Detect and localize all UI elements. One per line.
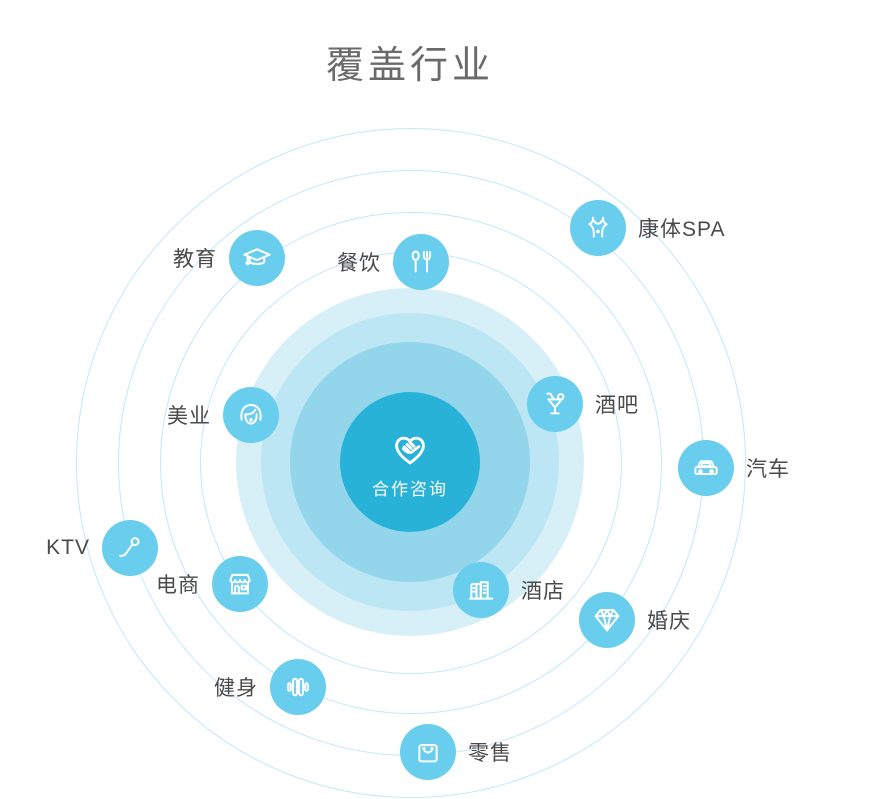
storefront-icon [229,573,251,595]
industry-label: 酒店 [521,580,565,603]
industry-node-dining: 餐饮 [337,234,449,290]
industry-bubble [270,659,326,715]
center-consultation-button[interactable]: 合作咨询 [340,392,480,532]
industry-bubble [400,724,456,780]
dumbbell-icon [287,677,309,697]
orbit-ring-2 [160,212,662,714]
handshake-heart-icon [395,436,425,464]
industry-node-spa: 康体SPA [570,200,724,256]
center-consultation-label: 合作咨询 [372,479,448,499]
industry-node-retail: 零售 [400,724,511,780]
industry-node-ecommerce: 电商 [156,556,268,612]
industry-bubble [229,230,285,286]
industry-node-bar: 酒吧 [527,376,638,432]
microphone-icon [119,537,140,557]
industry-node-fitness: 健身 [214,659,326,715]
industry-label: 婚庆 [647,610,691,633]
industry-node-wedding: 婚庆 [579,592,690,648]
industry-bubble [570,200,626,256]
industry-label: 教育 [173,248,217,271]
industry-bubble [223,387,279,443]
diamond-icon [594,609,620,632]
page-title: 覆盖行业 [325,45,494,87]
spa-body-icon [588,216,608,238]
industry-node-auto: 汽车 [678,440,789,496]
industry-bubble [527,376,583,432]
spoon-fork-icon [411,250,432,273]
car-icon [694,460,718,475]
woman-face-icon [240,404,262,425]
industry-label: 健身 [214,677,258,700]
industry-node-education: 教育 [173,230,285,286]
industry-bubble [102,520,158,576]
industry-node-beauty: 美业 [167,387,279,443]
hotel-building-icon [469,581,494,600]
industry-bubble [453,562,509,618]
orbit-ring-outer [76,128,746,798]
graduation-cap-icon [243,248,271,266]
industry-bubble [579,592,635,648]
industry-label: KTV [46,536,90,559]
industry-bubble [212,556,268,612]
industry-label: 零售 [468,742,512,765]
industry-bubble [393,234,449,290]
cocktail-icon [546,392,565,415]
industry-label: 餐饮 [337,252,381,275]
industry-bubble [678,440,734,496]
industry-label: 美业 [167,405,211,428]
shopping-bag-icon [418,744,438,763]
industry-node-hotel: 酒店 [453,562,564,618]
industry-node-ktv: KTV [46,520,158,576]
industry-label: 汽车 [746,458,790,481]
industry-label: 康体SPA [638,218,726,241]
industry-label: 酒吧 [595,394,639,417]
industry-label: 电商 [156,574,200,597]
